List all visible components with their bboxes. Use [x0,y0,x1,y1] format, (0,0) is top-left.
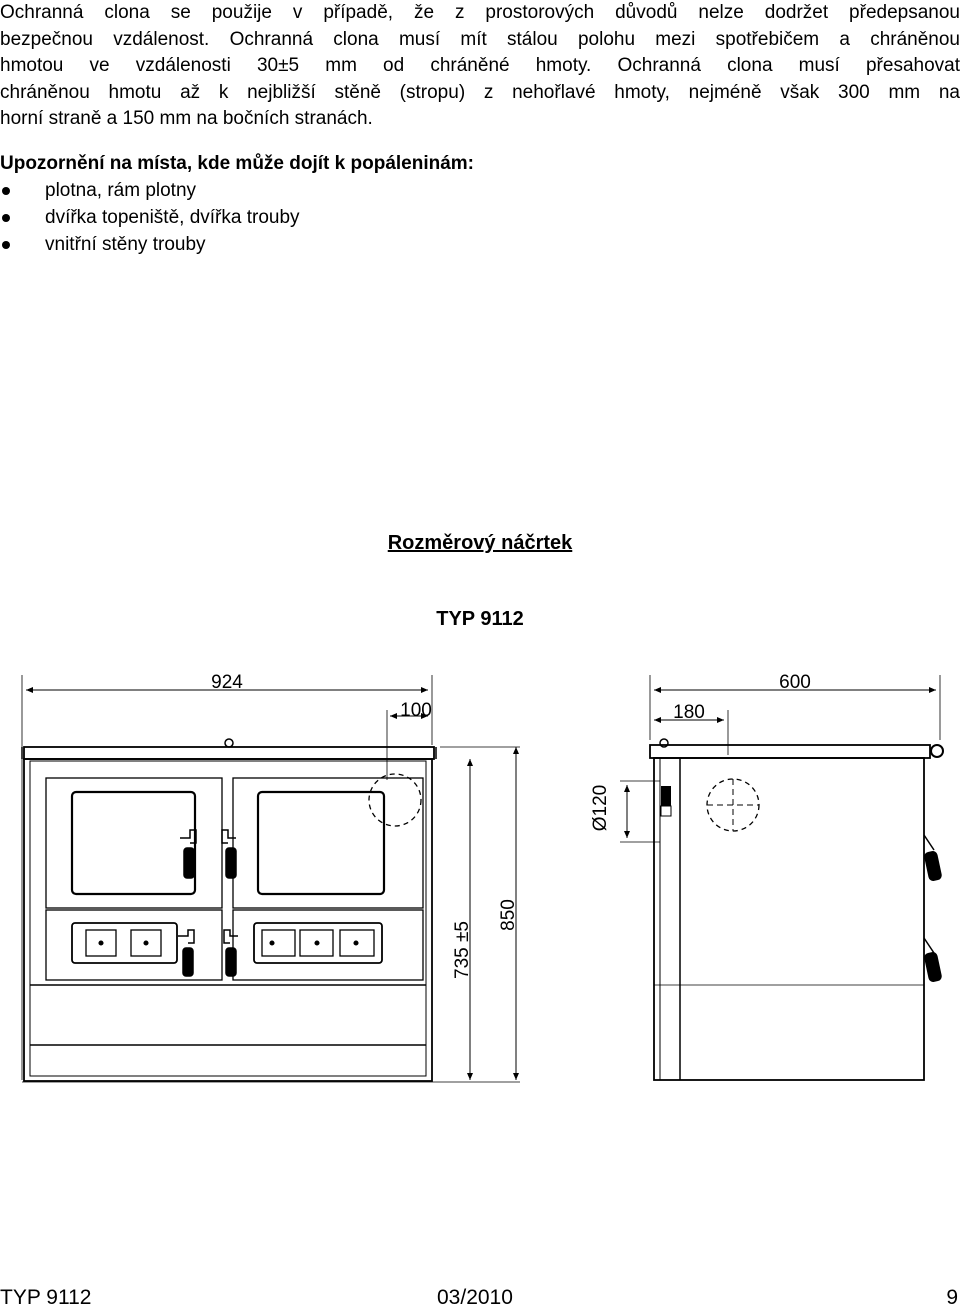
footer-type: TYP 9112 [0,1286,92,1309]
type-title: TYP 9112 [436,608,524,630]
dim-width-label: 924 [211,672,243,693]
footer-page-number: 9 [946,1286,958,1309]
intro-line: chráněnou hmotu až k nejbližší stěně (st… [0,81,960,103]
intro-line: hmotou ve vzdálenosti 30±5 mm od chráněn… [0,55,960,76]
warning-item-text: plotna, rám plotny [45,180,197,201]
list-item: plotna, rám plotny [0,177,474,204]
footer-date: 03/2010 [437,1286,513,1309]
warning-list: plotna, rám plotny dvířka topeniště, dví… [0,177,474,258]
intro-line: Ochranná clona se použije v případě, že … [0,2,960,23]
dimension-drawing: 924 100 735 ±5 850 600 [21,672,944,1083]
dim-side-offset-label: 180 [673,702,705,723]
bullet-icon [2,241,10,249]
side-view [620,675,944,1081]
dim-plate-height-label: 735 ±5 [452,921,473,979]
bullet-icon [2,214,10,222]
burn-warning: Upozornění na místa, kde může dojít k po… [0,150,474,258]
dim-flue-diameter-label: Ø120 [590,785,611,831]
intro-paragraph: Ochranná clona se použije v případě, že … [0,0,960,133]
dim-total-height-label: 850 [498,899,519,931]
front-view [21,675,520,1083]
warning-item-text: vnitřní stěny trouby [45,234,206,255]
dim-depth-label: 600 [779,672,811,693]
intro-line: bezpečnou vzdálenost. Ochranná clona mus… [0,28,960,50]
dim-offset-label: 100 [400,700,432,721]
list-item: dvířka topeniště, dvířka trouby [0,204,474,231]
sketch-title: Rozměrový náčrtek [387,532,573,554]
warning-item-text: dvířka topeniště, dvířka trouby [45,207,300,228]
bullet-icon [2,187,10,195]
intro-line: horní straně a 150 mm na bočních stranác… [0,108,373,129]
list-item: vnitřní stěny trouby [0,231,474,258]
warning-title: Upozornění na místa, kde může dojít k po… [0,153,475,174]
